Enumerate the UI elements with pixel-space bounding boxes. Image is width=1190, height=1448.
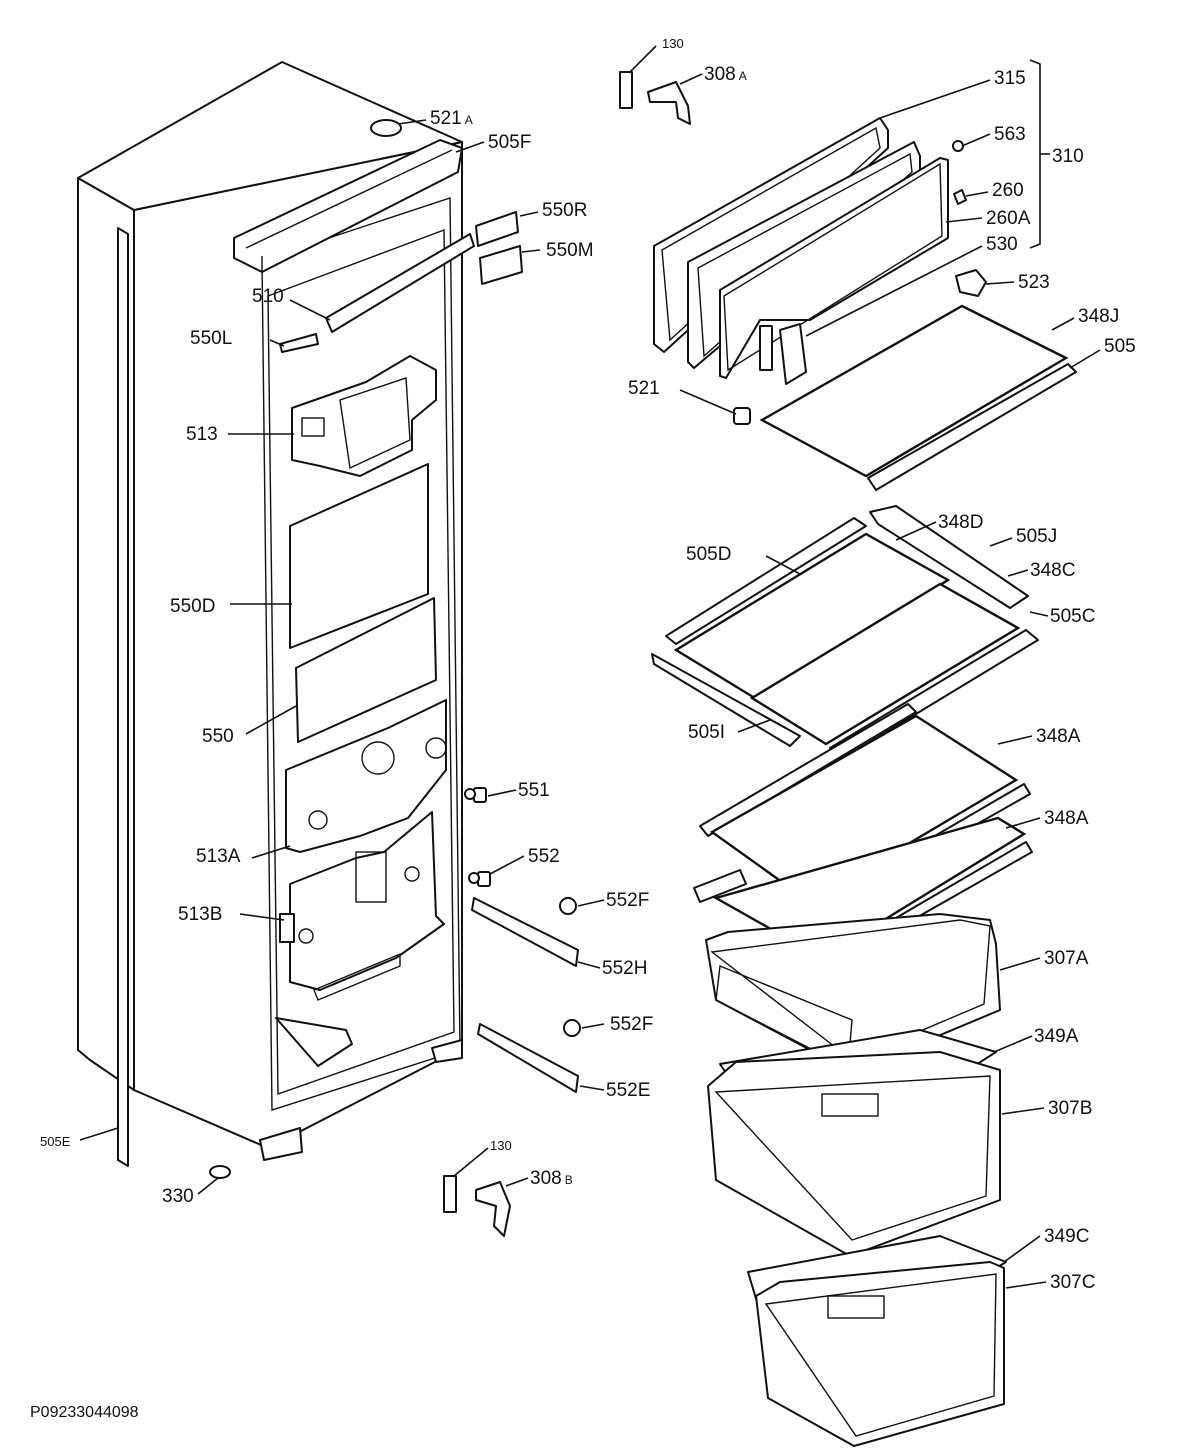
screw-563 bbox=[952, 140, 964, 152]
label-349c: 349C bbox=[1044, 1226, 1089, 1247]
clip-260 bbox=[953, 189, 967, 205]
drawing-code: P09233044098 bbox=[30, 1404, 139, 1421]
trim-505d bbox=[665, 517, 867, 645]
label-130-bottom: 130 bbox=[490, 1138, 512, 1153]
label-348d: 348D bbox=[938, 512, 983, 533]
cap-521a bbox=[370, 119, 402, 137]
label-130-top: 130 bbox=[662, 36, 684, 51]
label-348j: 348J bbox=[1078, 306, 1119, 327]
label-349a: 349A bbox=[1034, 1026, 1079, 1047]
housing-513 bbox=[291, 355, 437, 477]
floor-tray bbox=[275, 1017, 353, 1067]
label-505j: 505J bbox=[1016, 526, 1057, 547]
label-551: 551 bbox=[518, 780, 550, 801]
label-550r: 550R bbox=[542, 200, 587, 221]
label-505d: 505D bbox=[686, 544, 731, 565]
drawer-307c bbox=[755, 1261, 1005, 1447]
nut-552f-1 bbox=[559, 897, 577, 915]
panel-550d bbox=[289, 463, 429, 649]
trim-505 bbox=[867, 363, 1077, 491]
label-260a: 260A bbox=[986, 208, 1031, 229]
drawer-307b bbox=[707, 1051, 1001, 1257]
label-505f: 505F bbox=[488, 132, 531, 153]
top-rail-505f bbox=[233, 139, 463, 273]
pin-552 bbox=[468, 871, 491, 887]
glass-348c bbox=[749, 582, 1021, 746]
label-563: 563 bbox=[994, 124, 1026, 145]
door-assembly-310 bbox=[653, 117, 967, 385]
strip-550m bbox=[479, 245, 523, 285]
label-310: 310 bbox=[1052, 146, 1084, 167]
pin-551 bbox=[464, 787, 487, 803]
label-550l: 550L bbox=[190, 328, 232, 349]
label-550d: 550D bbox=[170, 596, 215, 617]
label-523: 523 bbox=[1018, 272, 1050, 293]
label-521: 521 bbox=[628, 378, 660, 399]
glass-shelf-348j bbox=[759, 304, 1069, 478]
label-510: 510 bbox=[252, 286, 284, 307]
label-348a-1: 348A bbox=[1036, 726, 1081, 747]
strip-550r bbox=[475, 211, 519, 247]
label-307a: 307A bbox=[1044, 948, 1089, 969]
leader-lines bbox=[79, 45, 1101, 1289]
label-348c: 348C bbox=[1030, 560, 1075, 581]
strip-550l bbox=[279, 333, 319, 353]
side-trim-505e bbox=[117, 227, 129, 1167]
label-348a-2: 348A bbox=[1044, 808, 1089, 829]
label-505: 505 bbox=[1104, 336, 1136, 357]
panel-550 bbox=[295, 597, 437, 743]
shelf-group-348c-348d bbox=[651, 505, 1039, 761]
hinge-308b bbox=[443, 1175, 511, 1237]
trim-505j bbox=[869, 505, 1029, 609]
rail-552e bbox=[477, 1023, 579, 1093]
label-307c: 307C bbox=[1050, 1272, 1095, 1293]
label-505e: 505E bbox=[40, 1134, 71, 1149]
label-530: 530 bbox=[986, 234, 1018, 255]
label-513a: 513A bbox=[196, 846, 241, 867]
nut-552f-2 bbox=[563, 1019, 581, 1037]
label-550m: 550M bbox=[546, 240, 594, 261]
foot-330 bbox=[209, 1165, 231, 1179]
label-505c: 505C bbox=[1050, 606, 1095, 627]
label-260: 260 bbox=[992, 180, 1024, 201]
label-552f-2: 552F bbox=[610, 1014, 653, 1035]
label-552f-1: 552F bbox=[606, 890, 649, 911]
label-513b: 513B bbox=[178, 904, 222, 925]
glass-348d bbox=[673, 532, 951, 702]
liner-530 bbox=[719, 157, 949, 379]
housing-513b bbox=[279, 811, 445, 1001]
label-330: 330 bbox=[162, 1186, 194, 1207]
label-550: 550 bbox=[202, 726, 234, 747]
bar-510 bbox=[325, 233, 475, 333]
stopper-523 bbox=[955, 269, 987, 297]
label-505i: 505I bbox=[688, 722, 725, 743]
label-552e: 552E bbox=[606, 1080, 650, 1101]
housing-513a bbox=[285, 699, 447, 853]
hinge-308a bbox=[619, 71, 691, 125]
label-315: 315 bbox=[994, 68, 1026, 89]
label-307b: 307B bbox=[1048, 1098, 1092, 1119]
label-513: 513 bbox=[186, 424, 218, 445]
rail-552h bbox=[471, 897, 579, 967]
plug-521 bbox=[733, 407, 751, 425]
label-552h: 552H bbox=[602, 958, 647, 979]
label-552: 552 bbox=[528, 846, 560, 867]
